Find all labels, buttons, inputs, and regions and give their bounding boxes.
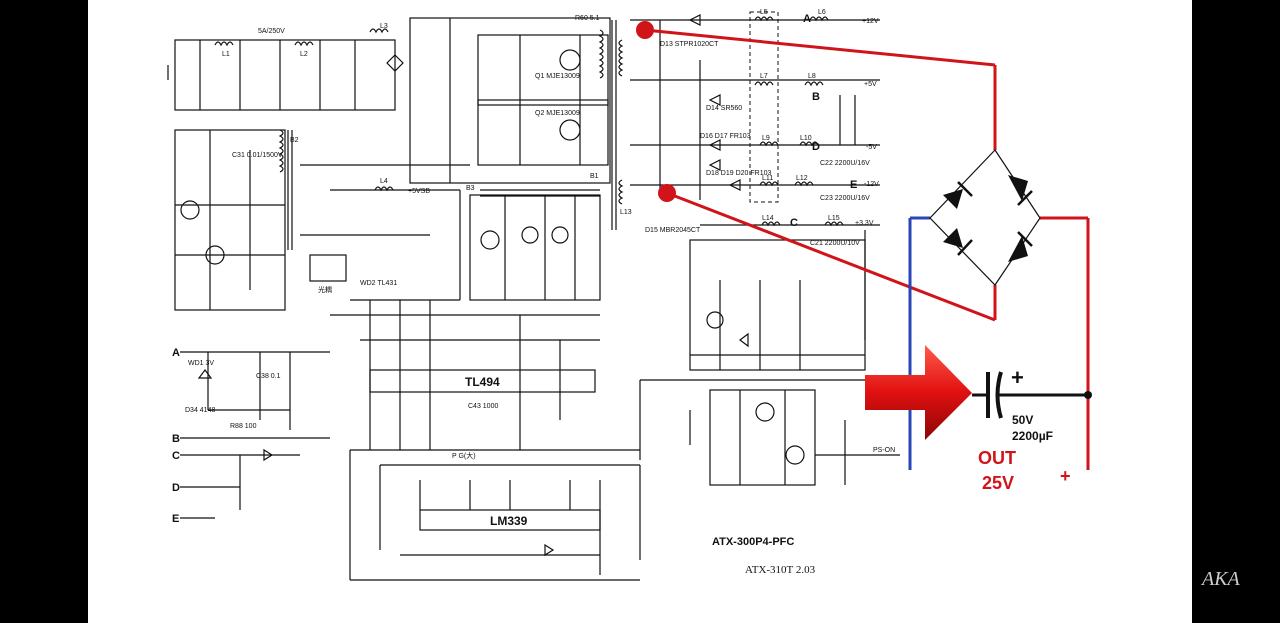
l3-label: L3 [380,23,388,30]
c31-label: C31 0.01/1500V [232,152,283,159]
lm339-label: LM339 [490,514,528,528]
l6-label: L6 [818,9,826,16]
d34-label: D34 4148 [185,407,215,414]
rail-plus5: +5V [864,81,877,88]
diode-bottom-right-icon [1008,236,1028,262]
l8-label: L8 [808,73,816,80]
driver-block [469,194,601,301]
output-section: L5 L6 L7 L8 L9 L10 L11 L12 L14 L15 D13 S… [630,9,880,340]
d16-label: D16 D17 FR103 [700,133,751,140]
pin-e-right: E [850,179,857,191]
pin-b-left: B [172,433,180,445]
b1-label: B1 [590,173,599,180]
diode-bottom-left-icon [943,228,963,248]
red-arrow-icon [865,345,972,440]
l9-label: L9 [762,135,770,142]
ps-on-label: PS-ON [873,447,895,454]
q2-label: Q2 MJE13009 [535,110,580,117]
overlay-wiring [636,21,1090,470]
out-label: OUT [978,448,1016,468]
capacitor-plus-sign: + [1011,365,1024,390]
protection-inputs: A B C D E WD1 3V D34 4148 R88 100 C38 0.… [172,347,330,525]
left-letterbox [0,0,88,623]
wd2-label: WD2 TL431 [360,280,397,287]
c23-label: C23 2200U/16V [820,195,870,202]
output-node-dot [1084,391,1092,399]
tl494-label: TL494 [465,375,500,389]
input-filter: L1 L2 L3 5A/250V [167,23,404,111]
junction-dot-top [636,21,654,39]
q1-label: Q1 MJE13009 [535,73,580,80]
pin-c-left: C [172,450,180,462]
out-voltage: 25V [982,473,1014,493]
pin-d-right: D [812,141,820,153]
fuse-label: 5A/250V [258,28,285,35]
l4-label: L4 [380,178,388,185]
r60-label: R60 5.1 [575,15,600,22]
l11-label: L11 [762,175,773,182]
half-bridge: Q1 MJE13009 Q2 MJE13009 R60 5.1 B1 B3 L1… [409,15,632,230]
l7-label: L7 [760,73,768,80]
l12-label: L12 [796,175,808,182]
l2-label: L2 [300,51,308,58]
r88-label: R88 100 [230,423,257,430]
c21-label: C21 2200U/10V [810,240,860,247]
model-subtitle: ATX-310T 2.03 [745,564,816,576]
pg-label: P G(大) [452,451,476,460]
b2-label: B2 [290,137,299,144]
capacitor-voltage: 50V [1012,413,1033,427]
capacitor-value: 2200µF [1012,429,1053,443]
d15-label: D15 MBR2045CT [645,227,701,234]
wd1-label: WD1 3V [188,360,214,367]
l13-label: L13 [620,209,632,216]
diode-top-right-icon [1008,175,1028,201]
l15-label: L15 [828,215,840,222]
right-letterbox: AKA [1192,0,1280,623]
l14-label: L14 [762,215,774,222]
pin-e-left: E [172,513,179,525]
pin-b-right: B [812,91,820,103]
polarity-plus: + [1060,466,1071,486]
junction-dot-bottom [658,184,676,202]
pin-d-left: D [172,482,180,494]
l5-label: L5 [760,9,768,16]
rail-plus3v3: +3.3V [855,220,874,227]
bridge-rectifier [929,149,1041,286]
output-capacitor: + 50V 2200µF [972,365,1092,443]
d14-label: D14 SR560 [706,105,742,112]
pin-a-left: A [172,347,180,359]
rail-plus12: +12V [862,18,879,25]
rail-minus5: -5V [866,144,877,151]
c38-label: C38 0.1 [256,373,281,380]
c22-label: C22 2200U/16V [820,160,870,167]
lm339-section: LM339 P G(大) [349,450,641,581]
c43-label: C43 1000 [468,403,498,410]
b3-label: B3 [466,185,475,192]
pin-a-right: A [803,13,811,25]
feedback-block [689,239,866,371]
pin-c-right: C [790,217,798,229]
model-title: ATX-300P4-PFC [712,536,794,548]
schematic-diagram: L1 L2 L3 5A/250V Q1 MJE13009 Q2 MJE13009… [167,9,1092,581]
d13-label: D13 STPR1020CT [660,41,719,48]
standby-supply: B2 C31 0.01/1500V 光耦 L4 +5VSB WD2 TL431 [174,129,470,311]
rail-minus12: -12V [864,181,879,188]
diode-top-left-icon [943,189,963,209]
schematic-sheet: L1 L2 L3 5A/250V Q1 MJE13009 Q2 MJE13009… [88,0,1192,623]
l1-label: L1 [222,51,230,58]
d18-label: D18 D19 D20 FR103 [706,170,771,177]
rail-5vsb: +5VSB [408,188,430,195]
watermark-logo: AKA [1200,568,1241,590]
tl494-section: TL494 C43 1000 [330,300,870,460]
optocoupler-label: 光耦 [318,285,332,294]
watermark-text: AKA [1200,568,1241,590]
ps-on-block: PS-ON [689,389,900,486]
l10-label: L10 [800,135,812,142]
